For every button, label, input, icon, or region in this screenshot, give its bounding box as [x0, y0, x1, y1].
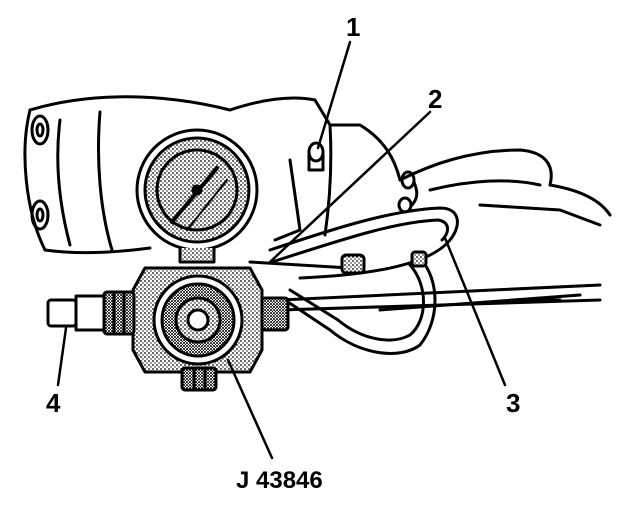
callout-1: 1 — [346, 12, 360, 42]
tool-manifold — [131, 266, 290, 392]
leader-line-2 — [268, 110, 432, 264]
leader-line-1 — [316, 40, 352, 150]
callout-2: 2 — [428, 84, 442, 114]
engine-outline — [23, 95, 612, 312]
small-fittings-right — [397, 170, 419, 214]
leader-line-tool — [226, 358, 274, 460]
bolt-left-top — [30, 114, 50, 146]
hose-coupler — [340, 250, 428, 275]
quick-connect-fitting — [46, 290, 136, 336]
hose-assembly — [248, 206, 459, 355]
service-port-fitting — [307, 141, 325, 172]
pressure-gauge — [135, 128, 259, 264]
leader-line-4 — [56, 326, 68, 387]
tool-number-label: J 43846 — [236, 467, 323, 494]
leader-line-3 — [443, 236, 507, 387]
callout-4: 4 — [46, 388, 61, 418]
callout-3: 3 — [506, 388, 520, 418]
bolt-left-bottom — [30, 199, 50, 231]
